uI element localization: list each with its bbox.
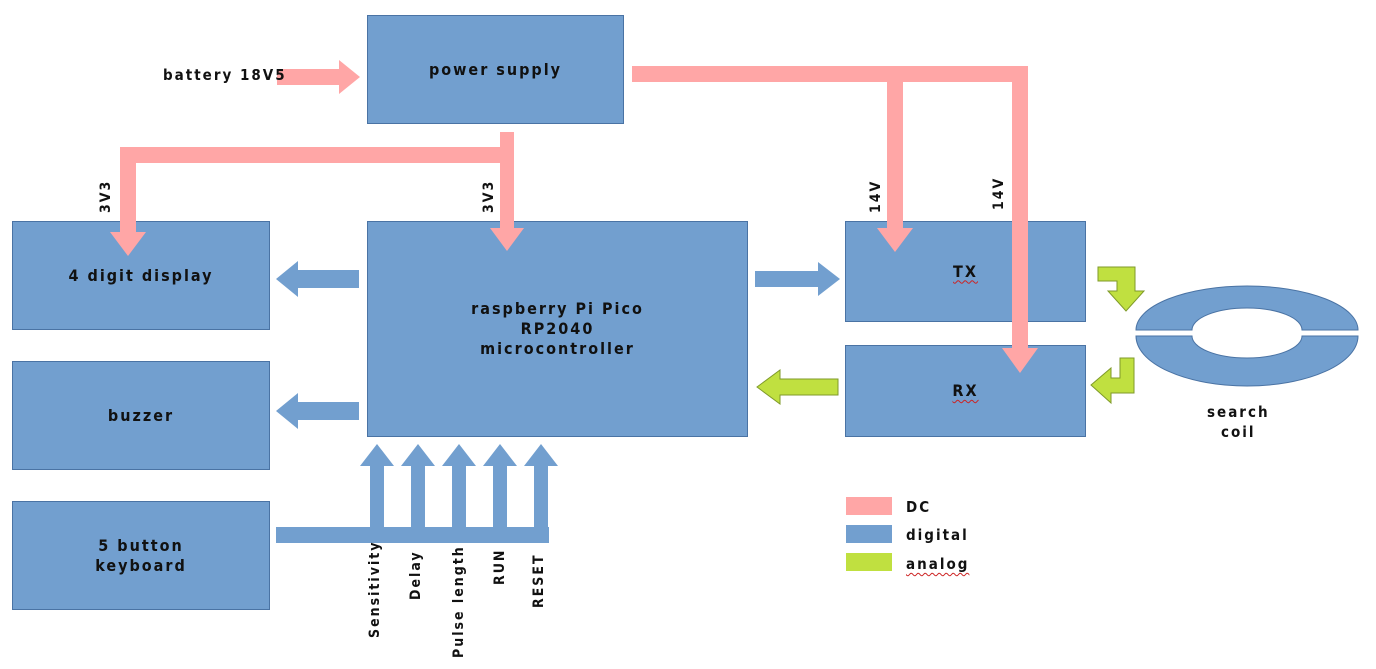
button-label-delay: Delay xyxy=(408,550,424,600)
mcu-to-buzzer-arrow xyxy=(276,393,359,429)
button-label-sensitivity: Sensitivity xyxy=(367,540,383,639)
legend-swatches xyxy=(846,497,892,571)
legend-swatch-digital xyxy=(846,525,892,543)
legend-label-dc: DC xyxy=(906,498,932,516)
mcu-to-display-arrow xyxy=(276,261,359,297)
digital-connections xyxy=(276,261,840,543)
search-coil-icon xyxy=(1135,285,1359,387)
legend-label-analog-text: analog xyxy=(906,555,970,573)
dc-tx-arrow xyxy=(877,82,913,252)
button-arrow-run xyxy=(483,444,517,527)
analog-connections xyxy=(756,266,1146,405)
keyboard-bus xyxy=(276,527,549,543)
legend-swatch-dc xyxy=(846,497,892,515)
button-arrow-delay xyxy=(401,444,435,527)
search-coil-label: search coil xyxy=(1207,403,1270,441)
keyboard-block: 5 button keyboard xyxy=(12,501,270,610)
buzzer-block: buzzer xyxy=(12,361,270,470)
button-arrow-sensitivity xyxy=(360,444,394,527)
rail-label-rx: 14V xyxy=(991,176,1007,210)
button-label-pulse-length: Pulse length xyxy=(451,545,467,658)
button-arrow-pulse-length xyxy=(442,444,476,527)
rx-label: RX xyxy=(952,381,979,400)
legend-label-analog: analog xyxy=(906,555,969,573)
tx-to-coil-arrow xyxy=(1097,266,1146,312)
coil-to-rx-arrow xyxy=(1090,357,1135,405)
tx-block: TX xyxy=(845,221,1086,322)
button-label-run: RUN xyxy=(492,548,508,585)
microcontroller-block: raspberry Pi Pico RP2040 microcontroller xyxy=(367,221,748,437)
dc-rail-mcu-arrow xyxy=(490,147,524,251)
battery-label: battery 18V5 xyxy=(163,66,287,84)
button-arrow-reset xyxy=(524,444,558,527)
dc-rail-display-arrow xyxy=(110,132,514,256)
mcu-to-tx-arrow xyxy=(755,262,840,296)
display-block: 4 digit display xyxy=(12,221,270,330)
legend-swatch-analog xyxy=(846,553,892,571)
legend-label-digital: digital xyxy=(906,526,969,544)
dc-rail-14v xyxy=(632,66,1028,82)
battery-arrow xyxy=(277,60,360,94)
rail-label-display: 3V3 xyxy=(98,179,114,213)
button-label-reset: RESET xyxy=(531,553,547,608)
rail-label-tx: 14V xyxy=(868,179,884,213)
rail-label-mcu: 3V3 xyxy=(481,179,497,213)
rx-to-mcu-arrow xyxy=(756,369,839,405)
rx-block: RX xyxy=(845,345,1086,437)
tx-label: TX xyxy=(953,261,978,281)
power-supply-block: power supply xyxy=(367,15,624,124)
